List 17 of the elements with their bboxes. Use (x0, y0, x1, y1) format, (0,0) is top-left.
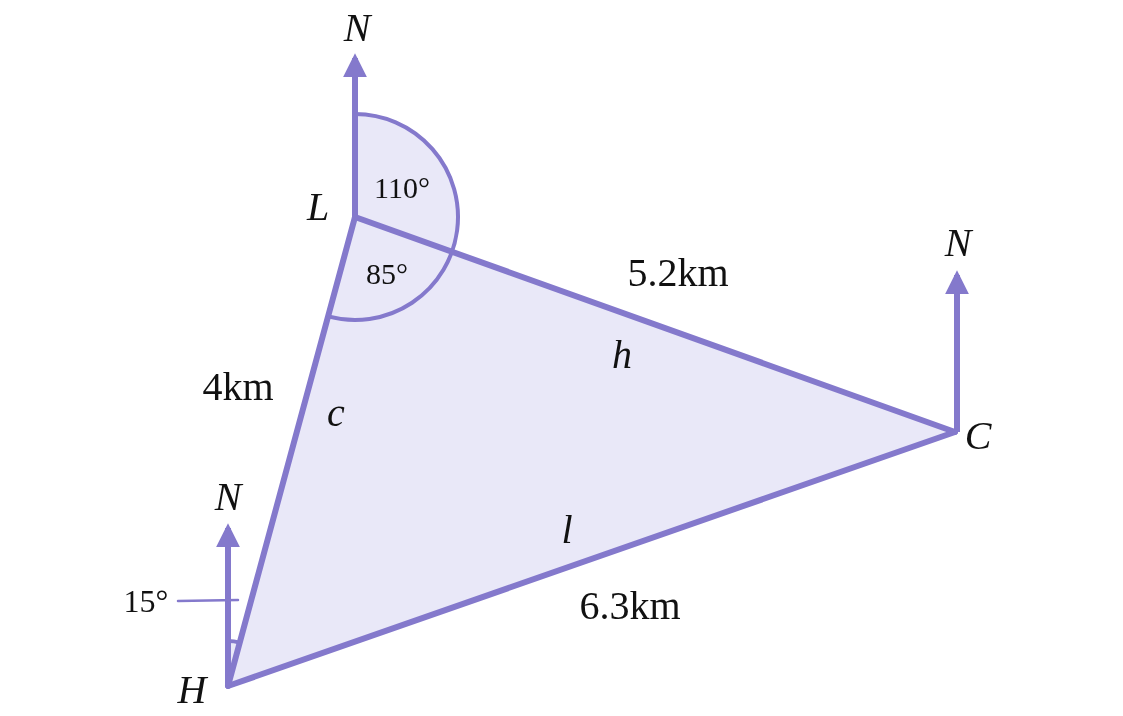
vertex-label: L (306, 187, 330, 227)
vertex-label: C (964, 416, 992, 456)
north-label: N (944, 223, 972, 263)
angle-label: 110° (374, 173, 430, 203)
side-name: h (612, 335, 632, 375)
side-length: 5.2km (627, 253, 729, 293)
triangle-side (225, 214, 358, 689)
vertex-label: H (177, 670, 207, 710)
side-name: c (327, 393, 345, 433)
north-label: N (214, 477, 242, 517)
side-length: 4km (202, 367, 274, 407)
north-label: N (343, 8, 371, 48)
angle-label: 15° (123, 585, 169, 617)
side-name: l (561, 510, 573, 550)
angle-label: 85° (366, 259, 408, 289)
side-length: 6.3km (579, 586, 681, 626)
leader-line (176, 598, 240, 603)
